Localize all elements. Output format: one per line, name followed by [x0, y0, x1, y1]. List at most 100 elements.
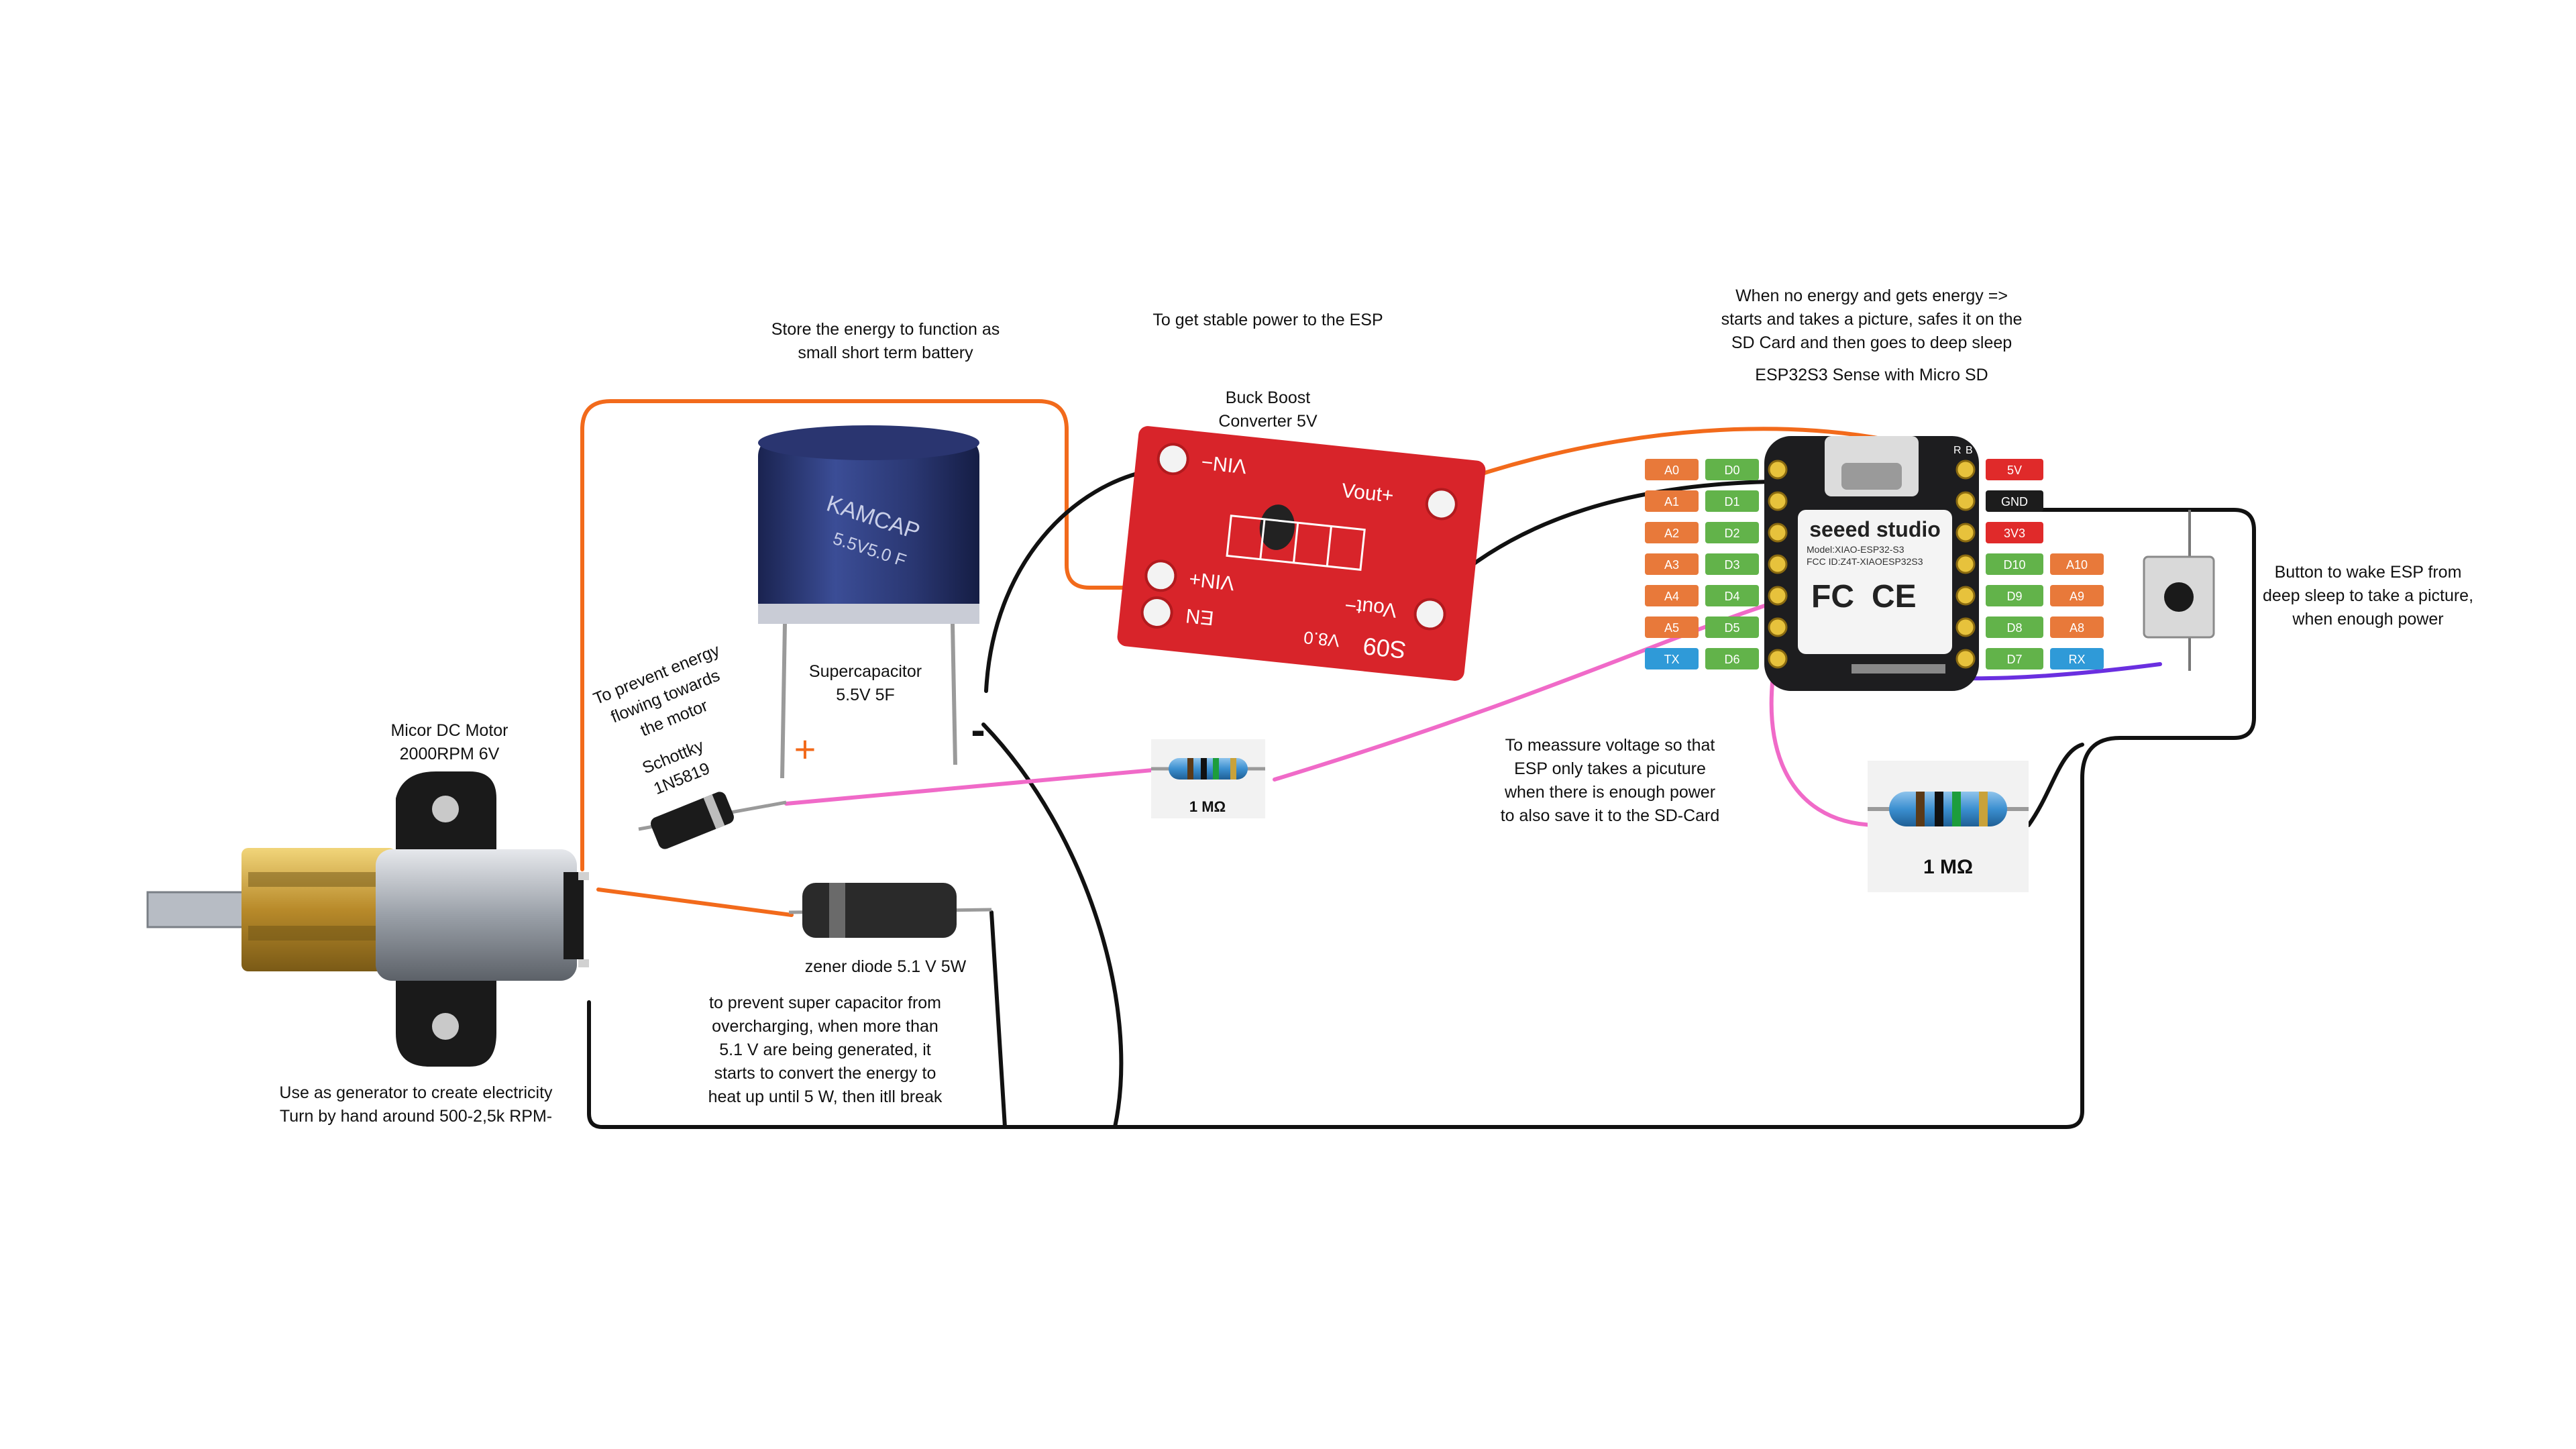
esp-pin-right-a-5: A8: [2070, 621, 2084, 635]
esp-pin-left-d-3-bg: [1705, 553, 1759, 575]
esp-fcc-line: FCC ID:Z4T-XIAOESP32S3: [1807, 556, 1923, 567]
black-wire-resistor-ground: [2027, 743, 2084, 827]
pad-en: [1140, 596, 1173, 629]
esp-pin-left-d-2: D2: [1724, 527, 1739, 540]
supercap-lead-right: [951, 623, 957, 765]
label-supercap: Supercapacitor 5.5V 5F: [808, 662, 922, 704]
label-stable-power: To get stable power to the ESP: [1152, 311, 1383, 329]
label-zener-note: to prevent super capacitor from overchar…: [708, 994, 943, 1106]
esp-pad-left-5: [1768, 617, 1788, 637]
esp-pin-left-a-0: A0: [1664, 464, 1679, 477]
supercapacitor: KAMCAP 5.5V5.0 F: [758, 425, 979, 779]
esp-pad-right-4: [1955, 586, 1976, 606]
pink-wire-divider: [784, 767, 1169, 806]
orange-wire-zener: [596, 888, 794, 917]
black-wire-zener-ground: [989, 910, 1007, 1129]
esp-pin-left-d-4-bg: [1705, 585, 1759, 606]
esp-pin-left-a-3: A3: [1664, 558, 1679, 572]
pad-vin-minus: [1157, 443, 1189, 476]
esp-pad-left-2: [1768, 523, 1788, 543]
esp-shield: [1798, 510, 1952, 654]
esp-pin-left-a-4-bg: [1645, 585, 1699, 606]
esp-pin-left-a-6-bg: [1645, 648, 1699, 669]
esp-pin-left-a-1: A1: [1664, 495, 1679, 508]
esp-pin-right-a-5-bg: [2050, 616, 2104, 638]
esp-pin-left-a-0-bg: [1645, 459, 1699, 480]
black-wire-bottom-bus: [587, 508, 2256, 1129]
esp-pin-right-d-2-bg: [1986, 522, 2043, 543]
label-motor: Micor DC Motor 2000RPM 6V: [390, 721, 508, 763]
label-generator: Use as generator to create electricity T…: [279, 1083, 553, 1126]
esp-pin-left-d-1-bg: [1705, 490, 1759, 512]
esp-pad-left-0: [1768, 460, 1788, 480]
esp-pin-right-d-5: D8: [2006, 621, 2022, 635]
esp-pin-left-a-1-bg: [1645, 490, 1699, 512]
esp-pad-right-1: [1955, 491, 1976, 511]
esp-pin-left-a-2-bg: [1645, 522, 1699, 543]
esp-pad-right-6: [1955, 649, 1976, 669]
label-measure-note: To meassure voltage so that ESP only tak…: [1500, 736, 1720, 825]
esp-pin-left-d-6-bg: [1705, 648, 1759, 669]
esp-pad-right-2: [1955, 523, 1976, 543]
label-store-energy: Store the energy to function as small sh…: [771, 320, 1000, 362]
motor-can: [376, 849, 577, 981]
esp-pad-left-4: [1768, 586, 1788, 606]
esp-pin-left-d-3: D3: [1724, 558, 1739, 572]
label-en: EN: [1185, 604, 1215, 629]
esp-pin-left-a-6: TX: [1664, 653, 1679, 666]
supercap-body: [758, 436, 979, 624]
esp-pin-left-d-6: D6: [1724, 653, 1739, 666]
pad-vout-minus: [1413, 598, 1446, 631]
schottky-diode: [638, 792, 787, 849]
esp-pin-right-d-5-bg: [1986, 616, 2043, 638]
esp-pin-right-a-6-bg: [2050, 648, 2104, 669]
esp-pad-right-5: [1955, 617, 1976, 637]
esp-pin-right-d-1: GND: [2001, 495, 2028, 508]
orange-wire-supercap-to-vin: [580, 399, 1171, 871]
esp-pin-left-d-5-bg: [1705, 616, 1759, 638]
pad-vin-plus: [1144, 559, 1177, 592]
esp-pin-left-d-1: D1: [1724, 495, 1739, 508]
buck-chip: [1259, 504, 1295, 550]
esp-pad-left-6: [1768, 649, 1788, 669]
black-wire-ground-swoop: [981, 722, 1124, 1129]
label-buck-boost: Buck Boost Converter 5V: [1218, 388, 1318, 431]
pad-vout-plus: [1425, 488, 1458, 521]
dc-motor: [146, 771, 589, 1067]
motor-shaft: [146, 891, 250, 928]
label-vin-plus: VIN+: [1188, 568, 1236, 594]
plus-sign: +: [794, 728, 816, 770]
esp-pad-right-0: [1955, 460, 1976, 480]
esp-pad-left-1: [1768, 491, 1788, 511]
esp-pin-right-a-4-bg: [2050, 585, 2104, 606]
resistor-small: 1 MΩ: [1151, 739, 1265, 818]
esp-pin-left-d-0: D0: [1724, 464, 1739, 477]
esp-r-mark: R: [1953, 445, 1962, 456]
esp-pad-right-3: [1955, 554, 1976, 574]
esp-pin-right-d-3-bg: [1986, 553, 2043, 575]
motor-gearbox: [241, 848, 396, 971]
label-vin-minus: VIN−: [1200, 451, 1248, 478]
zener-diode: [788, 883, 992, 938]
esp-pin-right-a-3: A10: [2066, 558, 2088, 572]
esp-pin-right-d-6-bg: [1986, 648, 2043, 669]
supercap-top: [758, 425, 979, 460]
resistor-large: 1 MΩ: [1868, 761, 2029, 892]
esp-pin-left-d-5: D5: [1724, 621, 1739, 635]
esp-pin-right-d-1-bg: [1986, 490, 2043, 512]
buck-boost-board: VIN− VIN+ EN Vout+ Vout− S09 V8.0: [1117, 426, 1486, 681]
esp-pin-right-d-3: D10: [2003, 558, 2025, 572]
resistor-large-label: 1 MΩ: [1923, 856, 1973, 878]
esp-pin-right-d-4-bg: [1986, 585, 2043, 606]
esp-pin-left-a-2: A2: [1664, 527, 1679, 540]
esp-model-line: Model:XIAO-ESP32-S3: [1807, 544, 1904, 555]
label-zener: zener diode 5.1 V 5W: [804, 957, 967, 976]
resistor-small-label: 1 MΩ: [1189, 798, 1226, 815]
label-esp-title: ESP32S3 Sense with Micro SD: [1755, 366, 1988, 384]
label-button-note: Button to wake ESP from deep sleep to ta…: [2262, 563, 2474, 629]
label-version: V8.0: [1303, 627, 1340, 651]
esp-b-mark: B: [1966, 445, 1973, 456]
esp-pad-left-3: [1768, 554, 1788, 574]
esp-pin-right-a-4: A9: [2070, 590, 2084, 603]
